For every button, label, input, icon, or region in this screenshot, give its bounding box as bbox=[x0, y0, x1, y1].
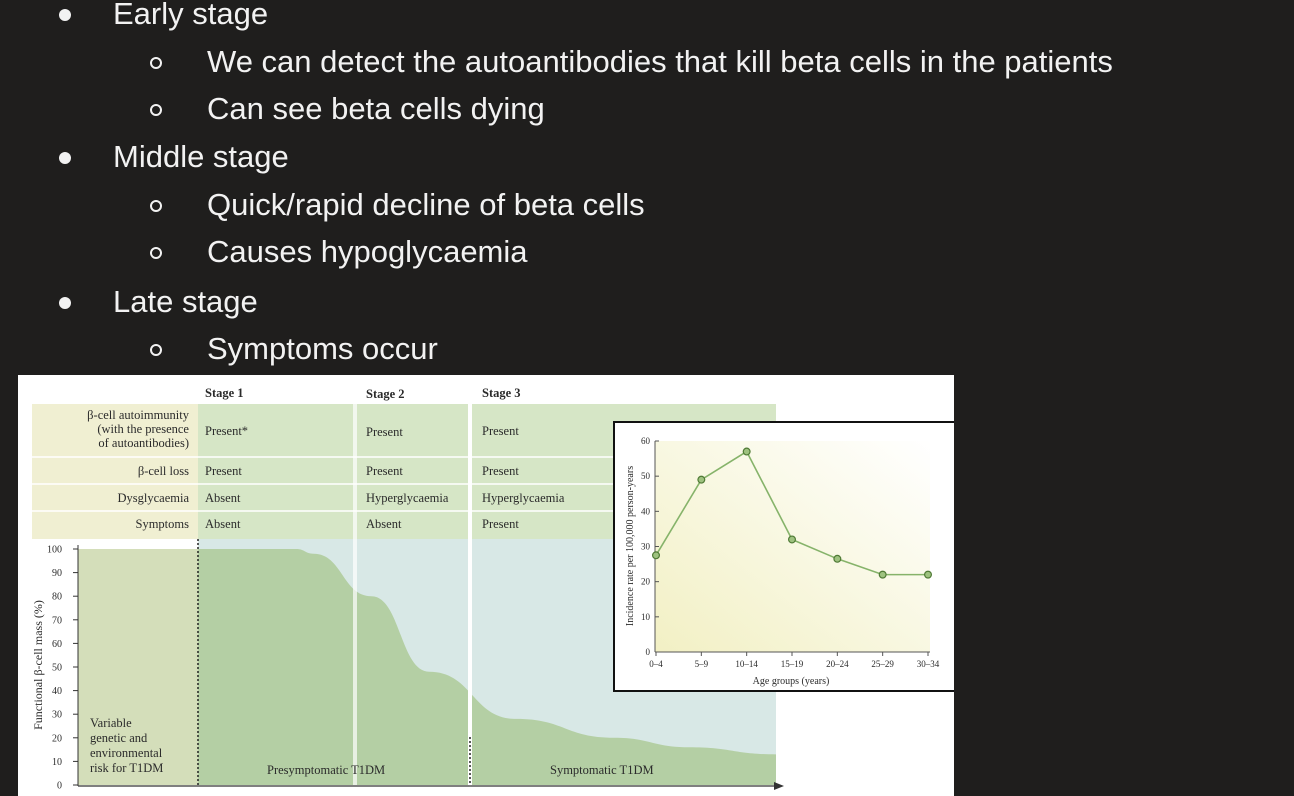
inset-y-tick-label: 40 bbox=[641, 506, 651, 516]
bullet-rapid-decline: Quick/rapid decline of beta cells bbox=[207, 187, 645, 222]
row-label: β-cell loss bbox=[138, 464, 189, 478]
inset-y-axis-ticks: 0 10 20 30 40 50 60 bbox=[641, 436, 659, 657]
y-axis-tick-label: 10 bbox=[52, 757, 62, 768]
row-label: Symptoms bbox=[136, 517, 190, 531]
stage-header: Stage 3 bbox=[482, 386, 521, 400]
table-cell: Absent bbox=[205, 491, 241, 505]
inset-y-axis-label: Incidence rate per 100,000 person-years bbox=[625, 466, 636, 626]
y-axis-tick-label: 80 bbox=[52, 592, 62, 603]
slide-bullet-list: Early stage We can detect the autoantibo… bbox=[0, 0, 1294, 372]
table-cell: Absent bbox=[366, 517, 402, 531]
inset-y-tick-label: 20 bbox=[641, 577, 651, 587]
row-label: Dysglycaemia bbox=[117, 491, 189, 505]
incidence-point bbox=[833, 554, 842, 563]
table-cell: Present bbox=[482, 517, 519, 531]
stage-header: Stage 2 bbox=[366, 387, 405, 401]
y-axis-tick-label: 70 bbox=[52, 615, 62, 626]
incidence-point bbox=[651, 551, 660, 560]
y-axis-tick-label: 0 bbox=[57, 781, 62, 792]
y-axis-tick-label: 40 bbox=[52, 686, 62, 697]
bullet-circle-icon bbox=[150, 57, 162, 69]
table-cell: Present* bbox=[205, 424, 248, 438]
bullet-circle-icon bbox=[150, 200, 162, 212]
risk-label: Variable bbox=[90, 716, 132, 730]
row-label-column bbox=[32, 404, 198, 539]
presymptomatic-label: Presymptomatic T1DM bbox=[267, 763, 385, 777]
table-cell: Absent bbox=[205, 517, 241, 531]
bullet-circle-icon bbox=[150, 104, 162, 116]
bullet-symptoms-occur: Symptoms occur bbox=[207, 331, 438, 366]
inset-x-tick-label: 5–9 bbox=[695, 659, 709, 669]
table-cell: Present bbox=[366, 425, 403, 439]
incidence-point bbox=[697, 475, 706, 484]
bullet-detect-autoantibodies: We can detect the autoantibodies that ki… bbox=[207, 44, 1113, 79]
y-axis-tick-label: 60 bbox=[52, 639, 62, 650]
inset-y-tick-label: 10 bbox=[641, 612, 651, 622]
row-label: of autoantibodies) bbox=[98, 436, 189, 450]
bullet-dot-icon bbox=[59, 297, 71, 309]
risk-label: environmental bbox=[90, 746, 163, 760]
incidence-points bbox=[651, 447, 932, 579]
bullet-hypoglycaemia: Causes hypoglycaemia bbox=[207, 234, 528, 269]
inset-x-axis-ticks: 0–4 5–9 10–14 15–19 20–24 25–29 30–34 bbox=[649, 652, 940, 669]
y-axis-tick-label: 20 bbox=[52, 733, 62, 744]
table-cell: Present bbox=[482, 424, 519, 438]
bullet-middle-stage: Middle stage bbox=[113, 139, 289, 174]
row-label: (with the presence bbox=[97, 422, 189, 436]
table-cell: Present bbox=[205, 464, 242, 478]
risk-label: risk for T1DM bbox=[90, 761, 163, 775]
inset-x-tick-label: 30–34 bbox=[917, 659, 940, 669]
incidence-point bbox=[923, 570, 932, 579]
t1dm-staging-diagram: Stage 1 Stage 2 Stage 3 β-cell autoimmun… bbox=[31, 386, 954, 792]
y-axis-tick-label: 100 bbox=[47, 545, 62, 556]
t1dm-staging-figure: Stage 1 Stage 2 Stage 3 β-cell autoimmun… bbox=[18, 375, 954, 796]
y-axis-tick-label: 50 bbox=[52, 663, 62, 674]
inset-x-tick-label: 15–19 bbox=[781, 659, 804, 669]
inset-x-tick-label: 0–4 bbox=[649, 659, 663, 669]
y-axis-tick-label: 30 bbox=[52, 710, 62, 721]
table-cell: Hyperglycaemia bbox=[366, 491, 449, 505]
table-cell: Present bbox=[366, 464, 403, 478]
bullet-beta-cells-dying: Can see beta cells dying bbox=[207, 91, 545, 126]
inset-x-axis-label: Age groups (years) bbox=[753, 676, 830, 687]
incidence-point bbox=[742, 447, 751, 456]
bullet-late-stage: Late stage bbox=[113, 284, 258, 319]
inset-x-tick-label: 20–24 bbox=[826, 659, 849, 669]
table-cell: Present bbox=[482, 464, 519, 478]
bullet-circle-icon bbox=[150, 344, 162, 356]
genetic-risk-area bbox=[78, 549, 198, 785]
beta-cell-mass-area bbox=[198, 549, 776, 785]
inset-x-tick-label: 10–14 bbox=[735, 659, 758, 669]
incidence-point bbox=[787, 535, 796, 544]
y-axis-tick-label: 90 bbox=[52, 568, 62, 579]
bullet-dot-icon bbox=[59, 152, 71, 164]
stage-header: Stage 1 bbox=[205, 386, 244, 400]
symptomatic-label: Symptomatic T1DM bbox=[550, 763, 654, 777]
inset-y-tick-label: 60 bbox=[641, 436, 651, 446]
inset-y-tick-label: 0 bbox=[646, 647, 651, 657]
table-cell: Hyperglycaemia bbox=[482, 491, 565, 505]
y-axis-label: Functional β-cell mass (%) bbox=[31, 600, 45, 730]
bullet-circle-icon bbox=[150, 247, 162, 259]
y-axis-ticks: 0 10 20 30 40 50 60 70 80 90 100 bbox=[47, 545, 78, 792]
bullet-early-stage: Early stage bbox=[113, 0, 269, 31]
risk-label: genetic and bbox=[90, 731, 148, 745]
inset-y-tick-label: 50 bbox=[641, 471, 651, 481]
row-label: β-cell autoimmunity bbox=[87, 408, 190, 422]
inset-y-tick-label: 30 bbox=[641, 542, 651, 552]
bullet-dot-icon bbox=[59, 9, 71, 21]
inset-x-tick-label: 25–29 bbox=[871, 659, 894, 669]
inset-plot-area bbox=[655, 441, 930, 652]
incidence-point bbox=[878, 570, 887, 579]
